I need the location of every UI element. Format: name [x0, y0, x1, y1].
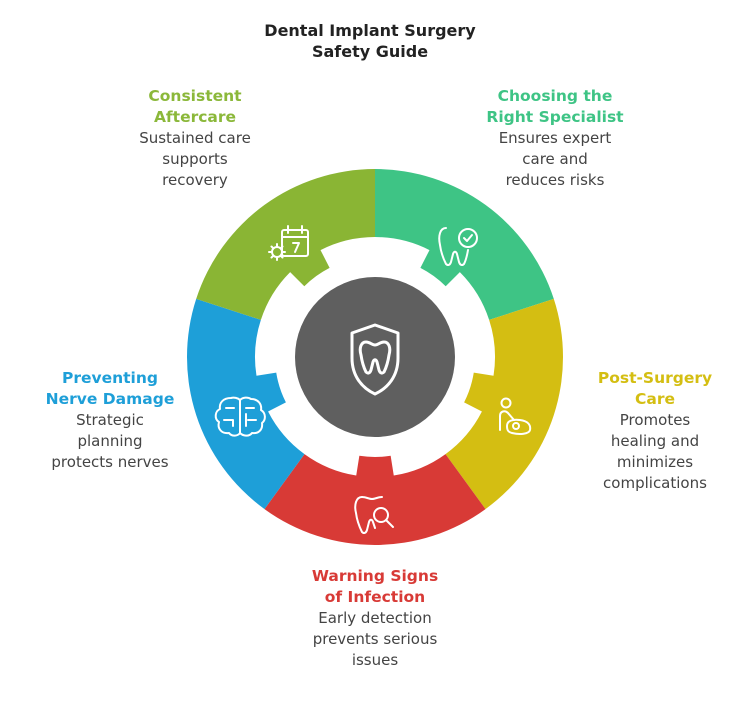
choosing-description: Ensures expert care and reduces risks: [450, 128, 660, 191]
title-line-1: Dental Implant Surgery: [264, 21, 476, 40]
warning-description-line: prevents serious: [312, 630, 438, 648]
post-surgery-description-line: Promotes: [619, 411, 691, 429]
label-consistent-aftercare: Consistent Aftercare Sustained care supp…: [100, 86, 290, 191]
nerve-description: Strategic planning protects nerves: [15, 410, 205, 473]
post-surgery-heading-line: Care: [635, 390, 675, 408]
choosing-description-line: Ensures expert: [498, 129, 612, 147]
aftercare-description-line: supports: [162, 150, 228, 168]
nerve-heading: Preventing Nerve Damage: [15, 368, 205, 410]
segment-post: [445, 298, 563, 510]
choosing-description-line: care and: [522, 150, 588, 168]
nerve-description-line: planning: [77, 432, 143, 450]
caregiver-icon: [499, 397, 532, 435]
tooth-check-icon: [438, 227, 478, 267]
center-circle: [295, 277, 455, 437]
warning-heading-line: of Infection: [324, 588, 426, 606]
choosing-heading: Choosing the Right Specialist: [450, 86, 660, 128]
post-surgery-description-line: healing and: [610, 432, 700, 450]
brain-icon: [214, 396, 266, 437]
segment-warning: [264, 454, 486, 545]
tooth-search-icon: [354, 496, 394, 535]
nerve-heading-line: Preventing: [61, 369, 159, 387]
warning-heading: Warning Signs of Infection: [275, 566, 475, 608]
post-surgery-description: Promotes healing and minimizes complicat…: [580, 410, 730, 494]
aftercare-heading-line: Consistent: [148, 87, 242, 105]
segment-choosing: [375, 169, 554, 320]
warning-heading-line: Warning Signs: [311, 567, 439, 585]
nerve-description-line: protects nerves: [51, 453, 169, 471]
warning-description-line: Early detection: [318, 609, 432, 627]
label-preventing-nerve-damage: Preventing Nerve Damage Strategic planni…: [15, 368, 205, 473]
warning-description-line: issues: [351, 651, 399, 669]
post-surgery-description-line: complications: [603, 474, 707, 492]
aftercare-heading-line: Aftercare: [153, 108, 237, 126]
choosing-description-line: reduces risks: [505, 171, 605, 189]
label-choosing-specialist: Choosing the Right Specialist Ensures ex…: [450, 86, 660, 191]
aftercare-description: Sustained care supports recovery: [100, 128, 290, 191]
tooth-shield-icon: [350, 323, 400, 396]
choosing-heading-line: Right Specialist: [486, 108, 624, 126]
diagram-title: Dental Implant Surgery Safety Guide: [215, 20, 525, 62]
segment-nerve: [186, 298, 305, 510]
aftercare-description-line: Sustained care: [139, 129, 251, 147]
label-post-surgery-care: Post-Surgery Care Promotes healing and m…: [580, 368, 730, 494]
label-warning-signs: Warning Signs of Infection Early detecti…: [275, 566, 475, 671]
calendar-gear-icon: [268, 225, 309, 261]
choosing-heading-line: Choosing the: [497, 87, 613, 105]
post-surgery-description-line: minimizes: [616, 453, 694, 471]
nerve-heading-line: Nerve Damage: [45, 390, 175, 408]
warning-description: Early detection prevents serious issues: [275, 608, 475, 671]
aftercare-description-line: recovery: [162, 171, 228, 189]
post-surgery-heading-line: Post-Surgery: [597, 369, 713, 387]
title-line-2: Safety Guide: [311, 42, 429, 61]
nerve-description-line: Strategic: [76, 411, 144, 429]
segment-aftercare: [196, 169, 375, 320]
aftercare-heading: Consistent Aftercare: [100, 86, 290, 128]
post-surgery-heading: Post-Surgery Care: [580, 368, 730, 410]
